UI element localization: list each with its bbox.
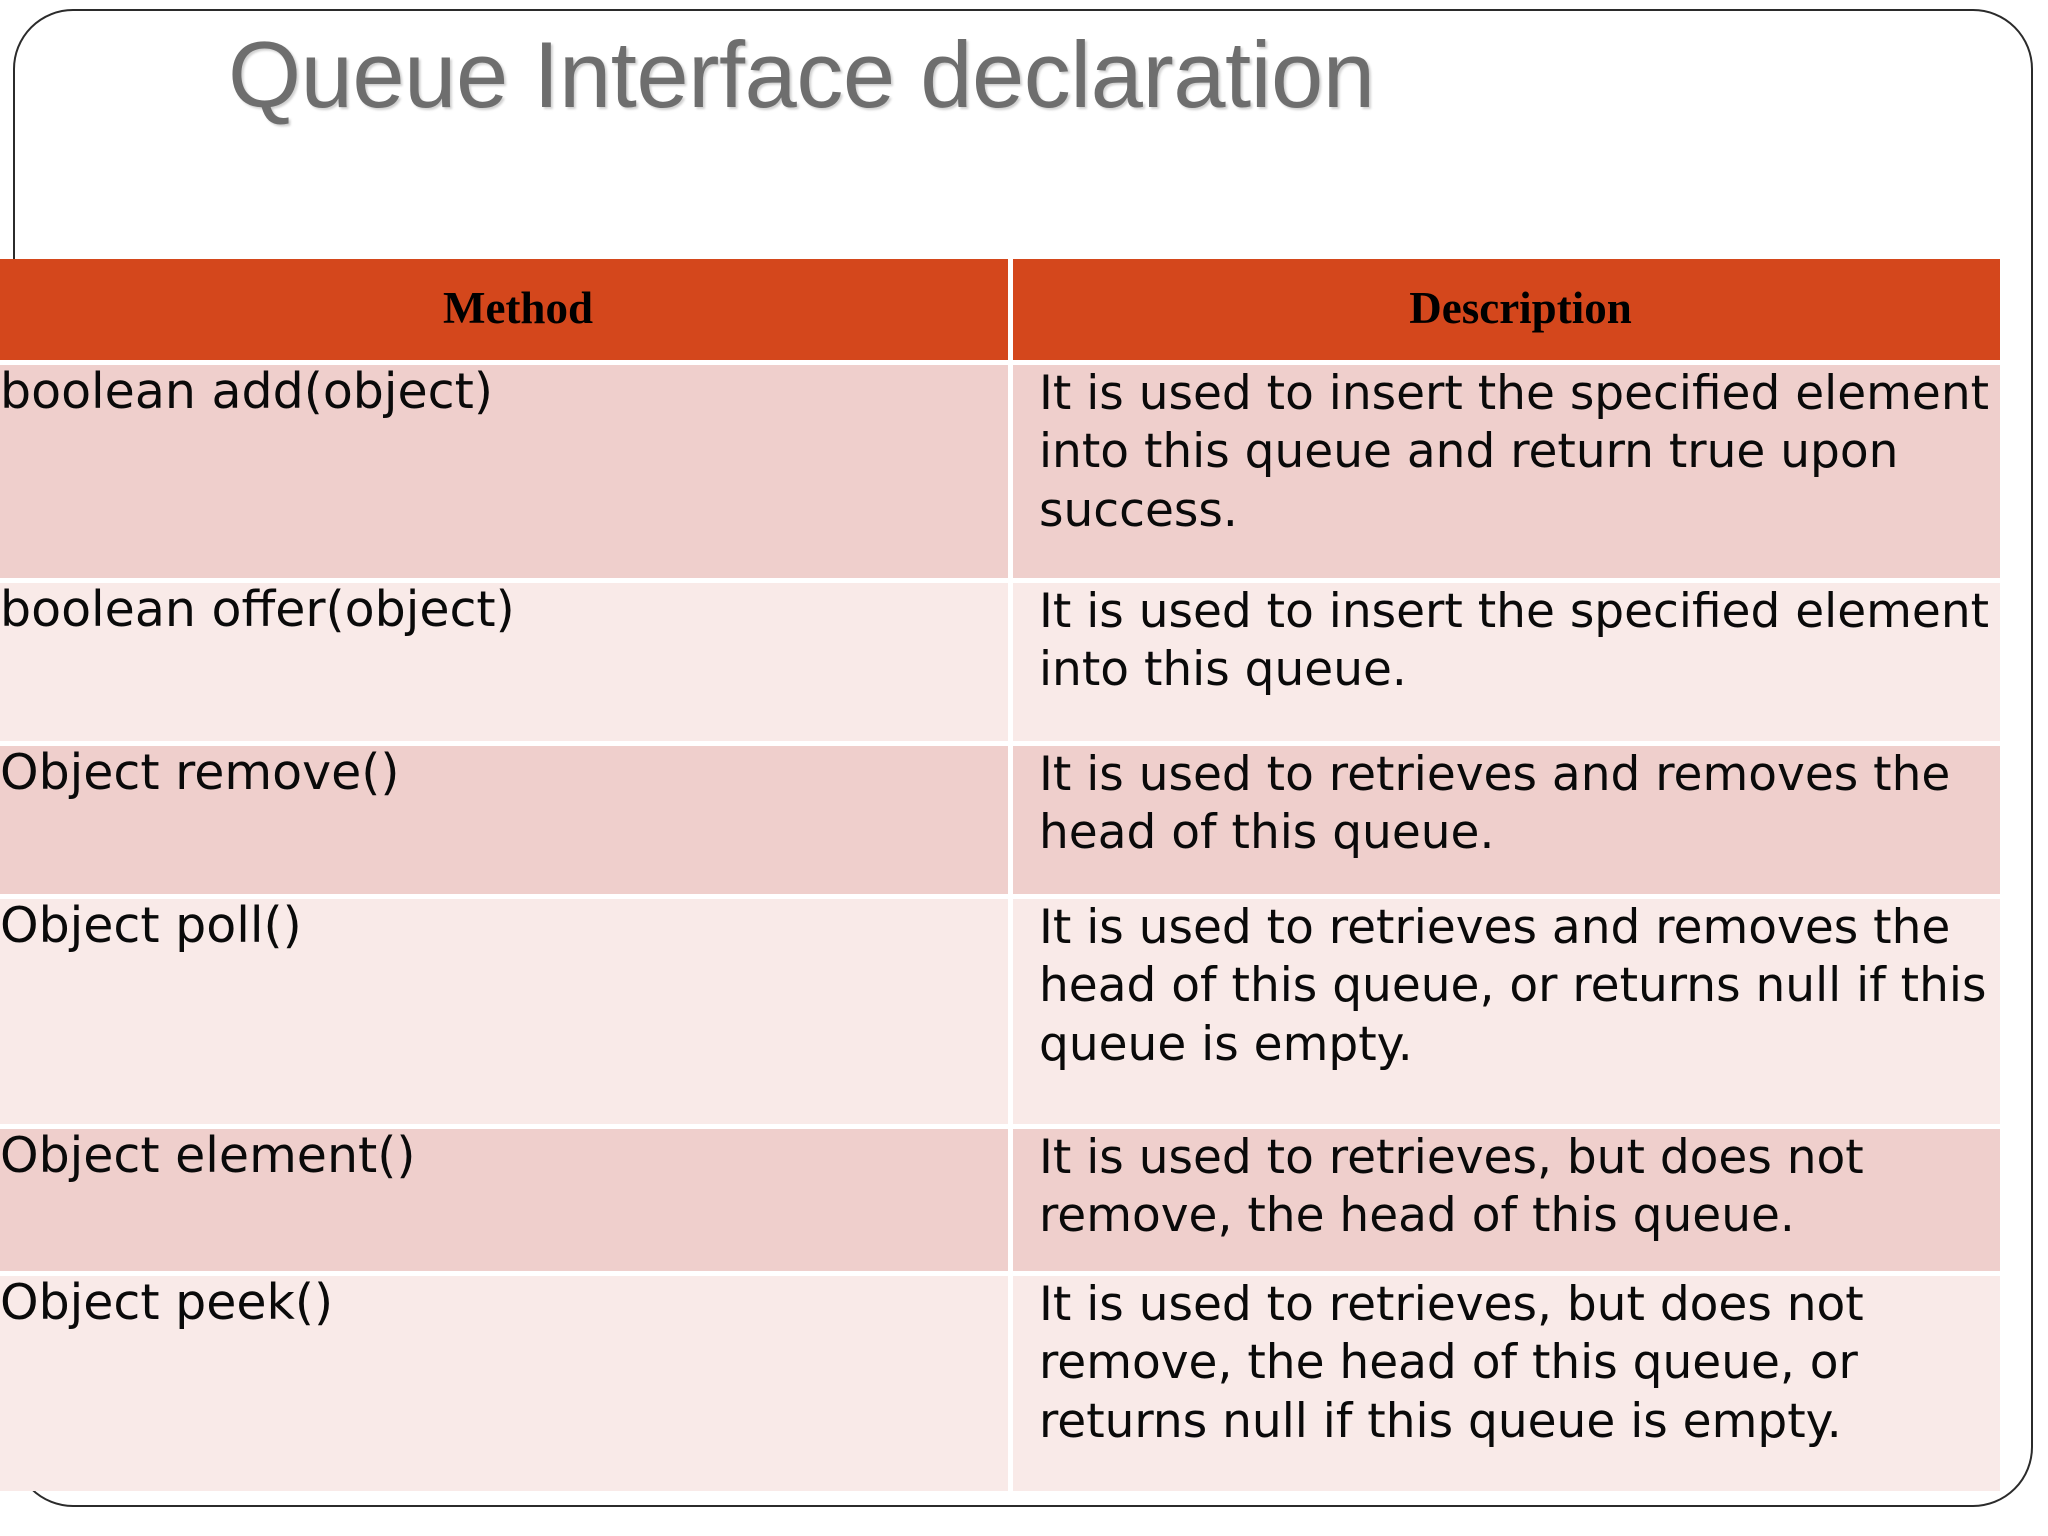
- cell-method: Object poll(): [0, 897, 1008, 1129]
- column-header-description: Description: [1008, 259, 2000, 365]
- column-header-method-label: Method: [443, 283, 593, 333]
- cell-description: It is used to retrieves and removes the …: [1008, 899, 2000, 1129]
- cell-method: boolean offer(object): [0, 581, 1008, 746]
- table-row: Object poll() It is used to retrieves an…: [0, 897, 2000, 1129]
- column-header-method: Method: [0, 259, 1008, 365]
- method-description: It is used to insert the specified eleme…: [1039, 366, 1990, 538]
- title-area: Queue Interface declaration: [0, 24, 2032, 224]
- table-header: Method Description: [0, 259, 2000, 365]
- queue-methods-table-wrapper: Method Description boolean add(object) I…: [0, 259, 2000, 1491]
- method-description: It is used to insert the specified eleme…: [1039, 584, 1990, 698]
- method-description: It is used to retrieves, but does not re…: [1039, 1130, 1864, 1244]
- method-signature: boolean add(object): [0, 363, 493, 420]
- method-signature: Object poll(): [0, 897, 302, 954]
- cell-method: boolean add(object): [0, 363, 1008, 583]
- cell-description: It is used to insert the specified eleme…: [1008, 583, 2000, 746]
- cell-description: It is used to retrieves, but does not re…: [1008, 1129, 2000, 1276]
- method-signature: Object remove(): [0, 744, 400, 801]
- method-description: It is used to retrieves and removes the …: [1039, 900, 1987, 1072]
- page-title: Queue Interface declaration: [228, 22, 1375, 127]
- cell-method: Object peek(): [0, 1274, 1008, 1491]
- method-description: It is used to retrieves, but does not re…: [1039, 1277, 1864, 1449]
- cell-description: It is used to insert the specified eleme…: [1008, 365, 2000, 583]
- table-row: boolean offer(object) It is used to inse…: [0, 581, 2000, 746]
- table-body: boolean add(object) It is used to insert…: [0, 363, 2000, 1491]
- table-row: Object peek() It is used to retrieves, b…: [0, 1274, 2000, 1491]
- cell-description: It is used to retrieves and removes the …: [1008, 746, 2000, 899]
- table-row: boolean add(object) It is used to insert…: [0, 363, 2000, 583]
- cell-method: Object element(): [0, 1127, 1008, 1276]
- method-signature: Object element(): [0, 1127, 416, 1184]
- cell-description: It is used to retrieves, but does not re…: [1008, 1276, 2000, 1491]
- table-row: Object remove() It is used to retrieves …: [0, 744, 2000, 899]
- method-description: It is used to retrieves and removes the …: [1039, 747, 1951, 861]
- queue-methods-table: Method Description boolean add(object) I…: [0, 259, 2000, 1491]
- method-signature: boolean offer(object): [0, 581, 515, 638]
- table-row: Object element() It is used to retrieves…: [0, 1127, 2000, 1276]
- method-signature: Object peek(): [0, 1274, 334, 1331]
- cell-method: Object remove(): [0, 744, 1008, 899]
- table-header-row: Method Description: [0, 259, 2000, 365]
- column-header-description-label: Description: [1409, 283, 1632, 333]
